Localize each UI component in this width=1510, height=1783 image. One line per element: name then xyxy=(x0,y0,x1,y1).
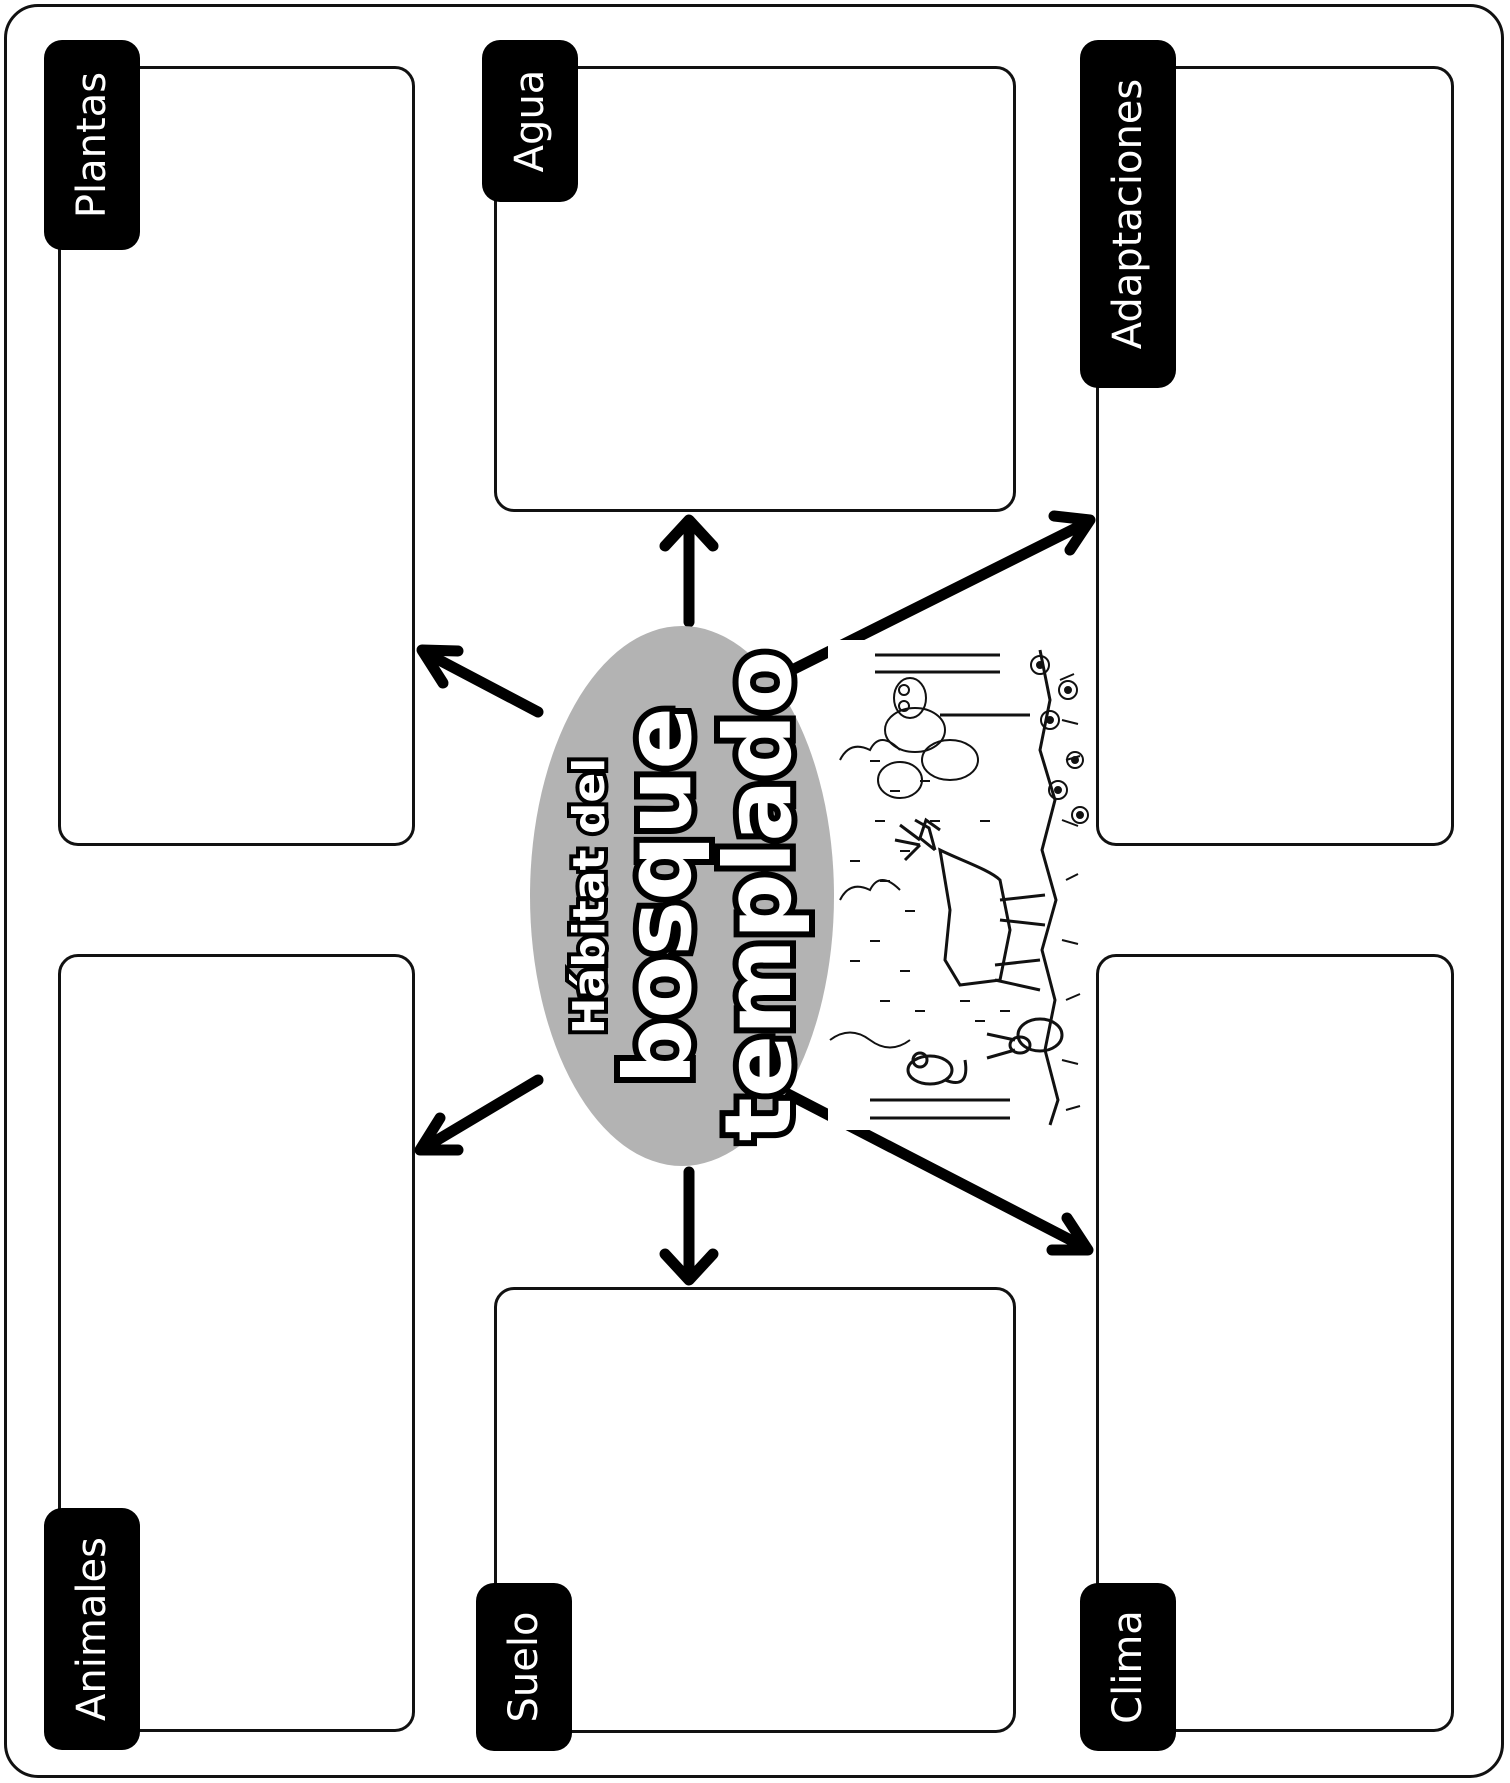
tree-icon xyxy=(829,653,1030,1120)
arrow-to-plantas xyxy=(416,644,544,718)
arrow-to-suelo xyxy=(659,1166,719,1286)
deer-icon xyxy=(894,817,1046,992)
owl-icon xyxy=(893,677,927,719)
arrow-to-agua xyxy=(659,514,719,628)
forest-illustration xyxy=(828,640,1090,1130)
tab-plantas: Plantas xyxy=(44,40,140,250)
box-agua[interactable] xyxy=(494,66,1016,512)
squirrel-icon xyxy=(906,1051,968,1086)
tab-suelo: Suelo xyxy=(476,1583,572,1751)
tab-animales: Animales xyxy=(44,1508,140,1750)
rain-icon xyxy=(850,760,1010,1022)
center-title-line2: bosque xyxy=(605,707,712,1085)
rabbit-icon xyxy=(986,1017,1064,1060)
center-title-line3: templado xyxy=(705,651,812,1142)
box-plantas[interactable] xyxy=(58,66,415,846)
tab-adaptaciones: Adaptaciones xyxy=(1080,40,1176,388)
center-ellipse xyxy=(530,626,834,1166)
box-suelo[interactable] xyxy=(494,1287,1016,1733)
page-frame xyxy=(4,4,1504,1778)
flower-icon xyxy=(1030,655,1089,824)
tab-agua: Agua xyxy=(482,40,578,202)
arrow-to-animales xyxy=(414,1074,544,1156)
center-title: Hábitat del bosque templado xyxy=(560,645,818,1148)
center-title-line1: Hábitat del xyxy=(564,758,615,1035)
tab-clima: Clima xyxy=(1080,1583,1176,1751)
